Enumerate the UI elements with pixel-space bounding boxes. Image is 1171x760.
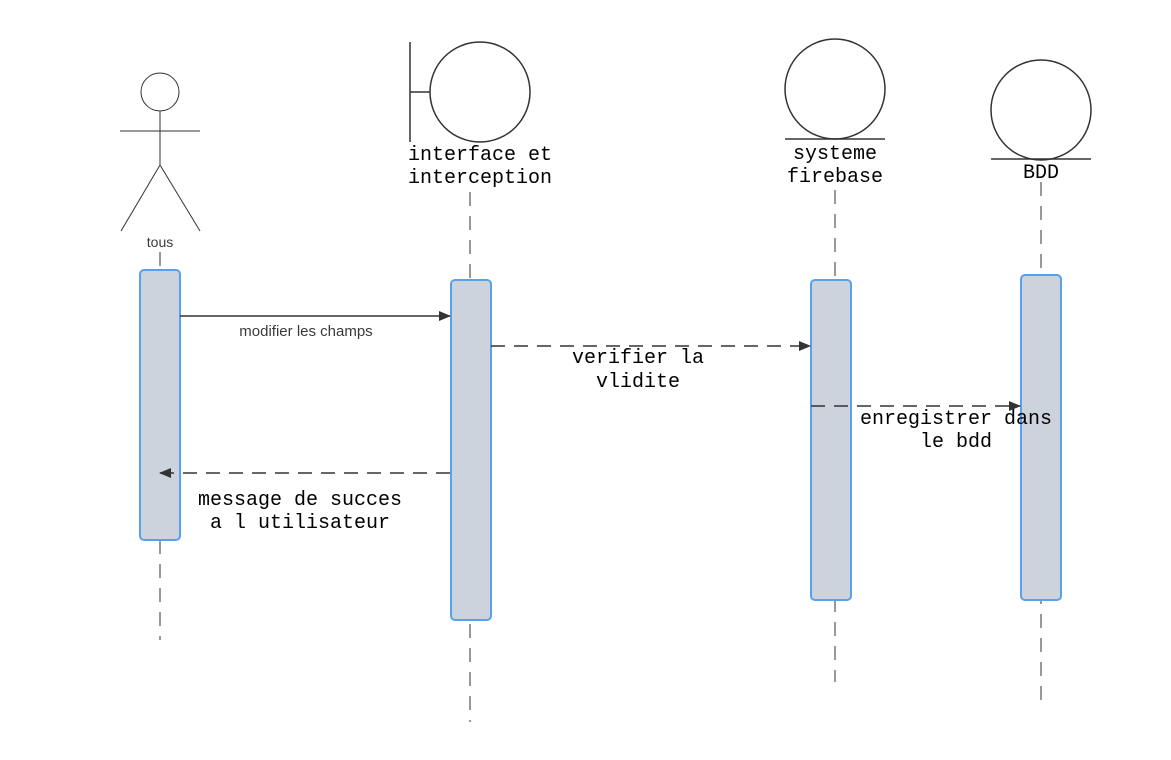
message-label-verifier-line1: verifier la	[572, 347, 704, 370]
actor-left-leg	[120, 164, 161, 232]
message-label-modifier-les-champs: modifier les champs	[239, 323, 372, 340]
entity-firebase-circle	[784, 38, 886, 140]
actor-head	[140, 72, 180, 112]
lifelines	[159, 182, 1042, 722]
entity-firebase-label-line1: systeme	[793, 143, 877, 166]
entity-bdd	[990, 59, 1092, 161]
actor-right-leg	[159, 164, 201, 232]
entity-bdd-circle	[990, 59, 1092, 161]
entity-firebase-label-line2: firebase	[787, 166, 883, 189]
activation-bar-firebase	[810, 279, 852, 601]
message-label-enregistrer-line1: enregistrer dans	[860, 408, 1052, 431]
message-label-succes-line1: message de succes	[198, 489, 402, 512]
activation-bar-bdd	[1020, 274, 1062, 601]
entity-firebase	[784, 38, 886, 140]
boundary-interface-label-line2: interception	[408, 167, 552, 190]
actor-tous	[120, 72, 201, 232]
message-label-enregistrer-line2: le bdd	[920, 431, 992, 454]
boundary-circle	[429, 41, 531, 143]
message-label-succes-line2: a l utilisateur	[210, 512, 390, 535]
boundary-interface-label-line1: interface et	[408, 144, 552, 167]
actor-tous-label: tous	[147, 234, 173, 250]
entity-bdd-label: BDD	[1023, 162, 1059, 185]
activation-bar-tous	[139, 269, 181, 541]
message-label-verifier-line2: vlidite	[596, 371, 680, 394]
boundary-interface	[409, 41, 531, 143]
activation-bar-interface	[450, 279, 492, 621]
